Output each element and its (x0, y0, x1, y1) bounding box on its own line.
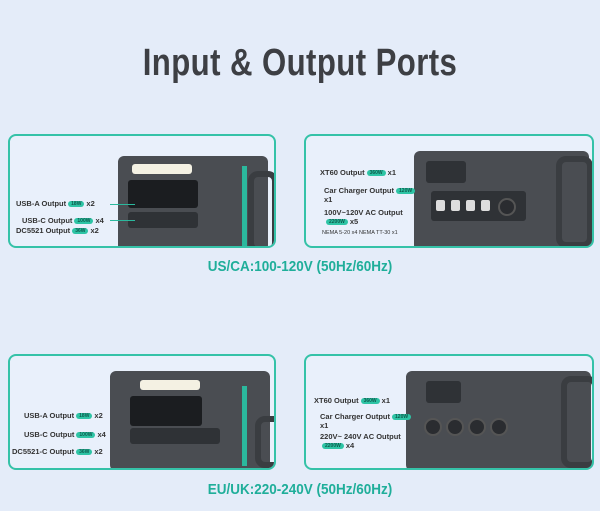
nema-label: NEMA 5-20 x4 NEMA TT-30 x1 (322, 230, 398, 236)
us-caption: US/CA:100-120V (50Hz/60Hz) (207, 258, 393, 275)
page-title: Input & Output Ports (142, 42, 458, 84)
eu-caption: EU/UK:220-240V (50Hz/60Hz) (207, 481, 393, 498)
